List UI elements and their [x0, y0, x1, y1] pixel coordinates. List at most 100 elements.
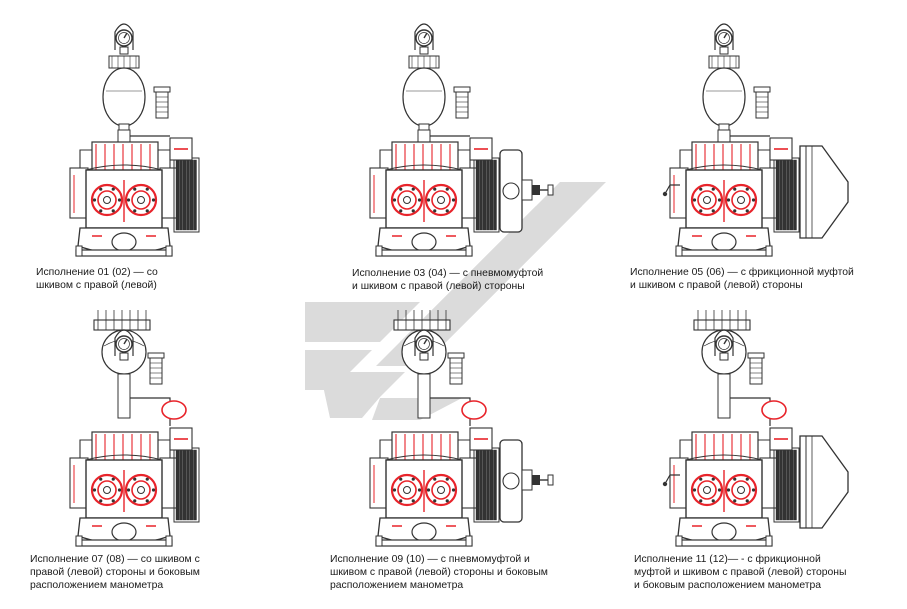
base-frame	[75, 539, 173, 547]
pressure-gauge-icon	[714, 329, 734, 361]
variant-caption: Исполнение 11 (12)— - с фрикционной муфт…	[634, 553, 847, 592]
caption-line: шкивом с правой (левой) стороны и боковы…	[330, 567, 548, 578]
safety-valve	[453, 86, 471, 119]
base-frame	[675, 539, 773, 547]
compressor-drawing	[662, 310, 849, 547]
belt-pulley	[469, 427, 500, 523]
compressor-body	[669, 431, 779, 547]
pneumatic-coupling	[499, 439, 554, 523]
pneumatic-coupling	[499, 149, 554, 233]
pressure-gauge-icon	[414, 23, 434, 55]
outlet-pipe	[117, 373, 131, 419]
compressor-body	[669, 141, 779, 257]
side-flange	[759, 457, 779, 509]
belt-pulley	[169, 427, 200, 523]
caption-line: Исполнение 01 (02) — со	[36, 267, 158, 278]
side-flange	[369, 457, 389, 509]
air-receiver	[402, 55, 446, 135]
pressure-gauge-icon	[114, 329, 134, 361]
valve-port	[724, 183, 758, 217]
compressor-drawing	[69, 23, 200, 257]
valve-port	[390, 473, 424, 507]
friction-coupling	[662, 145, 849, 239]
pressure-gauge-icon	[414, 329, 434, 361]
compressor	[662, 310, 849, 547]
side-flange	[759, 167, 779, 219]
top-plate	[93, 310, 151, 331]
compressor	[69, 23, 200, 257]
valve-port	[424, 473, 458, 507]
belt-pulley	[769, 427, 800, 523]
compressor-body	[369, 431, 479, 547]
base-frame	[75, 249, 173, 257]
caption-line: и боковым расположением манометра	[634, 580, 822, 591]
valve-port	[390, 183, 424, 217]
caption-line: Исполнение 03 (04) — с пневмомуфтой	[352, 268, 544, 279]
compressor-body	[369, 141, 479, 257]
belt-pulley	[769, 137, 800, 233]
pressure-gauge-icon	[714, 23, 734, 55]
air-receiver	[102, 55, 146, 135]
valve-port	[90, 183, 124, 217]
compressor-drawing	[369, 310, 554, 547]
safety-valve	[753, 86, 771, 119]
safety-valve	[747, 352, 765, 385]
belt-pulley	[169, 137, 200, 233]
air-receiver	[702, 55, 746, 135]
valve-port	[690, 183, 724, 217]
caption-line: Исполнение 11 (12)— - с фрикционной	[634, 554, 821, 565]
compressor	[69, 310, 200, 547]
side-flange	[459, 167, 479, 219]
variant-caption: Исполнение 07 (08) — со шкивом с правой …	[30, 553, 200, 592]
compressor	[369, 23, 554, 257]
valve-port	[124, 183, 158, 217]
variant-caption: Исполнение 09 (10) — с пневмомуфтой и шк…	[330, 553, 548, 592]
safety-valve	[447, 352, 465, 385]
belt-pulley	[469, 137, 500, 233]
base-frame	[375, 249, 473, 257]
variant-03: Исполнение 03 (04) — с пневмомуфтой и шк…	[300, 10, 600, 300]
base-frame	[675, 249, 773, 257]
variant-07: Исполнение 07 (08) — со шкивом с правой …	[0, 300, 300, 609]
caption-line: расположением манометра	[330, 580, 464, 591]
variant-caption: Исполнение 03 (04) — с пневмомуфтой и шк…	[352, 267, 543, 293]
friction-coupling	[662, 435, 849, 529]
caption-line: Исполнение 05 (06) — с фрикционной муфто…	[630, 267, 854, 278]
compressor-body	[69, 431, 179, 547]
caption-line: Исполнение 09 (10) — с пневмомуфтой и	[330, 554, 530, 565]
caption-line: расположением манометра	[30, 580, 164, 591]
variant-05: Исполнение 05 (06) — с фрикционной муфто…	[600, 10, 907, 300]
caption-line: и шкивом с правой (левой) стороны	[352, 281, 525, 292]
caption-line: муфтой и шкивом с правой (левой) стороны	[634, 567, 847, 578]
caption-line: шкивом с правой (левой)	[36, 280, 157, 291]
caption-line: Исполнение 07 (08) — со шкивом с	[30, 554, 200, 565]
compressor	[369, 310, 554, 547]
side-flange	[369, 167, 389, 219]
valve-port	[124, 473, 158, 507]
pressure-gauge-icon	[114, 23, 134, 55]
side-flange	[669, 457, 689, 509]
top-plate	[693, 310, 751, 331]
variant-caption: Исполнение 05 (06) — с фрикционной муфто…	[630, 266, 854, 292]
variant-caption: Исполнение 01 (02) — со шкивом с правой …	[36, 266, 158, 292]
valve-port	[424, 183, 458, 217]
compressor-body	[69, 141, 179, 257]
variant-09: Исполнение 09 (10) — с пневмомуфтой и шк…	[300, 300, 600, 609]
outlet-pipe	[417, 373, 431, 419]
outlet-pipe	[717, 373, 731, 419]
valve-port	[90, 473, 124, 507]
safety-valve	[153, 86, 171, 119]
valve-port	[690, 473, 724, 507]
caption-line: правой (левой) стороны и боковым	[30, 567, 200, 578]
compressor-drawing	[369, 23, 554, 257]
compressor	[662, 23, 849, 257]
side-flange	[459, 457, 479, 509]
caption-line: и шкивом с правой (левой) стороны	[630, 280, 803, 291]
base-frame	[375, 539, 473, 547]
compressor-drawing	[69, 310, 200, 547]
top-plate	[393, 310, 451, 331]
valve-port	[724, 473, 758, 507]
compressor-drawing	[662, 23, 849, 257]
